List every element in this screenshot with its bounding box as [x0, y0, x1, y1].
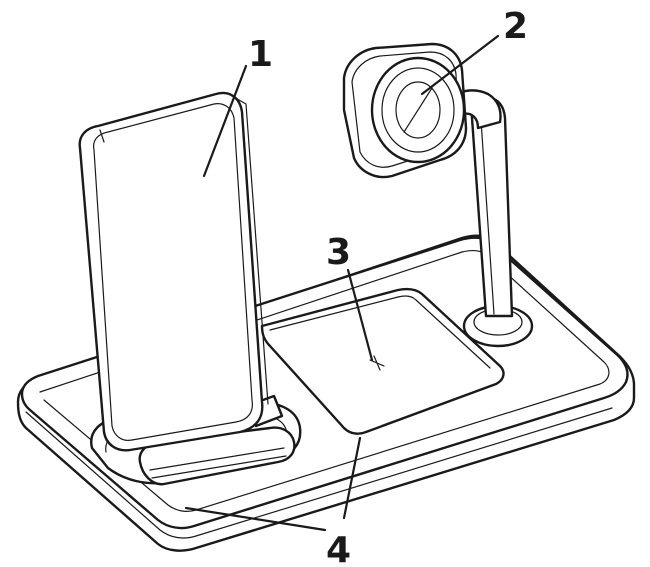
leader-line-1: [202, 64, 248, 178]
leader-line-4a: [184, 506, 327, 532]
leader-line-3: [346, 268, 374, 362]
leader-line-2: [420, 34, 500, 96]
wireless-charging-pad: [260, 287, 505, 435]
callout-leaders: [184, 34, 500, 532]
callout-4: 4: [326, 530, 351, 567]
phone-charging-stand: [78, 91, 302, 486]
callout-labels: 1 2 3 4: [248, 6, 528, 567]
callout-2: 2: [503, 6, 528, 47]
callout-3: 3: [326, 232, 351, 273]
leader-line-4b: [342, 436, 362, 520]
watch-charger-stand: [342, 42, 534, 348]
callout-1: 1: [248, 34, 273, 75]
